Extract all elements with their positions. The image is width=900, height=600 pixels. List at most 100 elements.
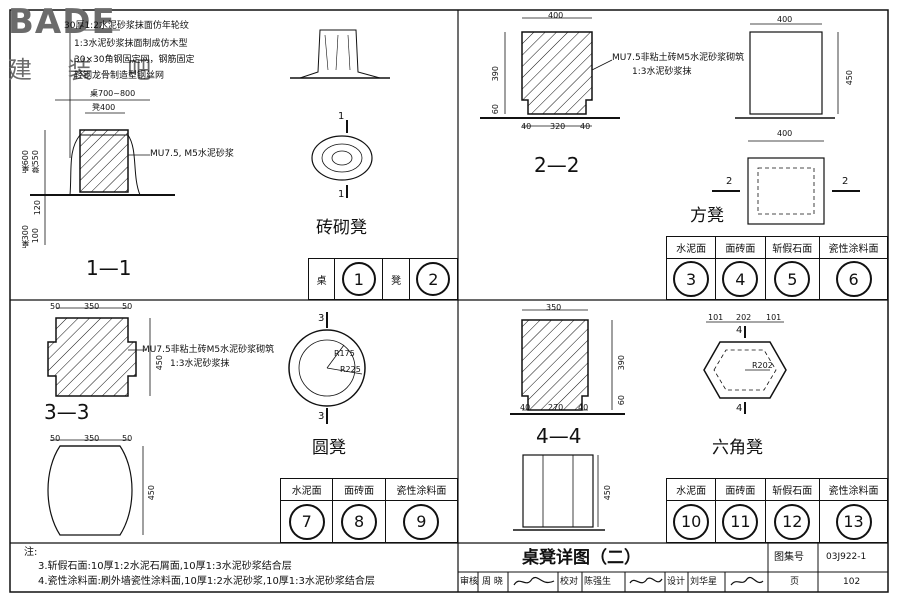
material-note-2-2: MU7.5非粘土砖M5水泥砂浆砌筑 — [612, 53, 745, 63]
section-label-1-1: 1—1 — [86, 256, 132, 280]
radius-225: R225 — [340, 365, 361, 374]
cut-mark-4-top: 4 — [736, 325, 743, 336]
ref-circle-6[interactable]: 6 — [835, 261, 872, 297]
cut-mark-4-bottom: 4 — [736, 403, 743, 414]
ref-circle-2[interactable]: 2 — [416, 262, 451, 296]
ref-circle-8[interactable]: 8 — [341, 503, 378, 540]
section-1-1-drawing — [30, 29, 175, 245]
ref-circle-5[interactable]: 5 — [774, 261, 811, 297]
cut-mark-2-right: 2 — [842, 176, 849, 187]
ref-circle-4[interactable]: 4 — [722, 261, 759, 297]
section-label-3-3: 3—3 — [44, 400, 90, 424]
finish-header-cement: 水泥面 — [665, 236, 717, 259]
finish-header-paint-b: 瓷性涂料面 — [384, 478, 459, 501]
ref-circle-7[interactable]: 7 — [288, 503, 325, 540]
dim-2-2-60: 60 — [491, 104, 500, 115]
cut-mark-2-left: 2 — [726, 176, 733, 187]
finish-header-tile-b: 面砖面 — [332, 478, 386, 501]
page-label: 页 — [790, 577, 800, 587]
checker-signature — [629, 577, 663, 584]
square-stool-title: 方凳 — [690, 206, 724, 226]
dim-4-4-40a: 40 — [520, 403, 531, 412]
finish-header-granite: 斩假石面 — [764, 236, 821, 259]
dim-3-3-350: 350 — [84, 302, 100, 311]
brand-logo: BADE — [8, 2, 116, 42]
dim-4-4-60: 60 — [617, 395, 626, 406]
material-note-3-3: MU7.5非粘土砖M5水泥砂浆砌筑 — [142, 345, 275, 355]
brand-logo-subtitle: 建 装 吧 — [8, 56, 166, 84]
note-item-3: 3.斩假石面:10厚1:2水泥石屑面,10厚1:3水泥砂浆结合层 — [38, 561, 292, 572]
ref-circle-12[interactable]: 12 — [774, 503, 811, 540]
ref-circle-9[interactable]: 9 — [403, 503, 440, 540]
cut-mark-3-bottom: 3 — [318, 411, 325, 422]
reviewer-signature — [513, 577, 555, 586]
ref-circle-1[interactable]: 1 — [341, 262, 376, 296]
dim-100: 100 — [31, 228, 40, 244]
brick-stool-title: 砖砌凳 — [316, 218, 367, 238]
dim-120: 120 — [33, 200, 42, 216]
ref-circle-11[interactable]: 11 — [722, 503, 759, 540]
finish-header-tile-c: 面砖面 — [715, 478, 766, 501]
label-stool: 凳 — [382, 258, 410, 300]
note-line-4: 轻钢龙骨制造型钢丝网 — [74, 71, 165, 81]
round-stool-drawing — [288, 312, 366, 424]
reference-table-1-2: 桌 1 凳 2 — [307, 258, 459, 300]
cut-mark-3-top: 3 — [318, 313, 325, 324]
dim-4-4-390: 390 — [617, 355, 626, 371]
dim-3-3-450: 450 — [155, 355, 164, 371]
hexagon-stool-title: 六角凳 — [712, 438, 763, 458]
cut-mark-1-bottom: 1 — [338, 189, 345, 200]
dim-stool-width: 凳400 — [92, 103, 116, 112]
finish-header-cement-b: 水泥面 — [279, 478, 334, 501]
designer-name: 刘华星 — [690, 577, 718, 587]
note-line-3: 30×30角钢固定网，钢筋固定 — [74, 55, 195, 65]
section-2-2-drawing — [480, 17, 620, 127]
section-4-4-drawing — [510, 309, 625, 415]
ref-circle-10[interactable]: 10 — [673, 503, 710, 540]
square-stool-drawing — [712, 23, 860, 225]
dim-4-4-270: 270 — [548, 403, 564, 412]
page-number: 102 — [843, 577, 861, 587]
notes-heading: 注: — [24, 547, 38, 558]
hexagon-stool-drawing — [513, 321, 787, 531]
section-label-4-4: 4—4 — [536, 424, 582, 448]
finish-header-tile: 面砖面 — [715, 236, 766, 259]
finish-table-3-6: 水泥面 面砖面 斩假石面 瓷性涂料面 3 4 5 6 — [665, 236, 888, 300]
sheet-title: 桌凳详图（二） — [522, 548, 641, 568]
finish-header-cement-c: 水泥面 — [665, 478, 717, 501]
note-item-4: 4.瓷性涂料面:刷外墙瓷性涂料面,10厚1:2水泥砂浆,10厚1:3水泥砂浆结合… — [38, 576, 375, 587]
note-line-2: 1:3水泥砂浆抹面制成仿木型 — [74, 39, 188, 49]
dim-hex-101a: 101 — [708, 313, 724, 322]
radius-175: R175 — [334, 349, 355, 358]
ref-circle-3[interactable]: 3 — [673, 261, 710, 297]
dim-2-2-400: 400 — [548, 11, 564, 20]
design-label: 设计 — [667, 577, 686, 587]
barrel-stool-drawing — [47, 439, 144, 536]
dim-3-3-50l: 50 — [50, 302, 61, 311]
dim-2-2-390: 390 — [491, 66, 500, 82]
cut-mark-1-top: 1 — [338, 111, 345, 122]
material-note-3-3b: 1:3水泥砂浆抹 — [170, 359, 230, 369]
dim-4-4-350: 350 — [546, 303, 562, 312]
dim-4-4-40b: 40 — [578, 403, 589, 412]
dim-hex-101b: 101 — [766, 313, 782, 322]
dim-barrel-50r: 50 — [122, 434, 133, 443]
ref-circle-13[interactable]: 13 — [835, 503, 872, 540]
check-label: 校对 — [560, 577, 579, 587]
dim-stool-550: 凳550 — [31, 150, 40, 174]
dim-2-2-40a: 40 — [521, 122, 532, 131]
dim-table-height: 桌700~800 — [90, 89, 136, 98]
section-label-2-2: 2—2 — [534, 153, 580, 177]
finish-table-7-9: 水泥面 面砖面 瓷性涂料面 7 8 9 — [279, 478, 459, 543]
round-stool-title: 圆凳 — [312, 438, 346, 458]
section-3-3-drawing — [47, 307, 151, 397]
dim-2-2-320: 320 — [550, 122, 566, 131]
dim-barrel-450: 450 — [147, 485, 156, 501]
dim-square-450: 450 — [845, 70, 854, 86]
review-label: 审核 — [460, 577, 479, 587]
atlas-number-label: 图集号 — [774, 552, 804, 563]
designer-signature — [730, 577, 764, 586]
dim-square-400-plan: 400 — [777, 129, 793, 138]
finish-header-granite-c: 斩假石面 — [764, 478, 821, 501]
